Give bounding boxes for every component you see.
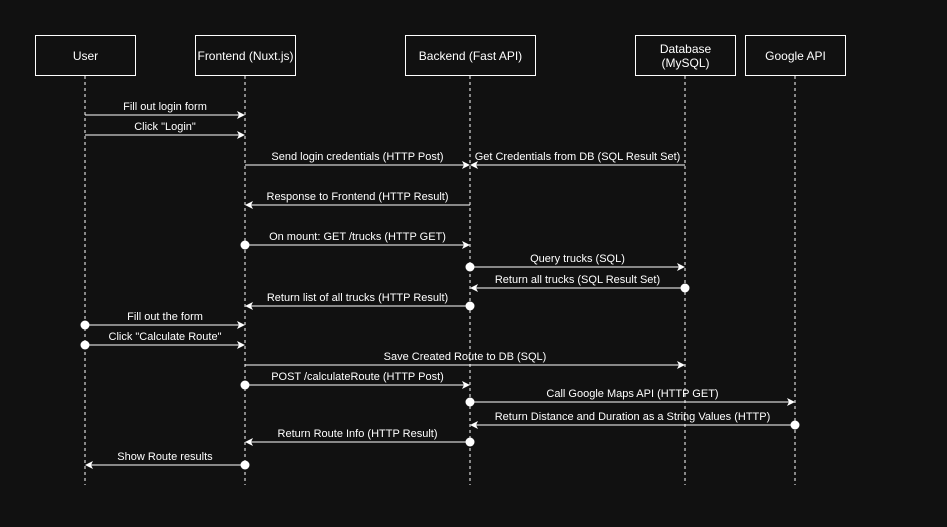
arrowhead-icon bbox=[245, 302, 253, 310]
message-label: Click "Login" bbox=[134, 121, 196, 133]
message-label: POST /calculateRoute (HTTP Post) bbox=[271, 371, 444, 383]
message-start-dot bbox=[240, 380, 250, 390]
arrowhead-icon bbox=[470, 421, 478, 429]
message-label: Call Google Maps API (HTTP GET) bbox=[546, 388, 718, 400]
arrowhead-icon bbox=[245, 201, 253, 209]
message-start-dot bbox=[465, 437, 475, 447]
message-6: On mount: GET /trucks (HTTP GET) bbox=[240, 231, 470, 250]
arrowhead-icon bbox=[85, 461, 93, 469]
message-label: Save Created Route to DB (SQL) bbox=[384, 351, 547, 363]
message-14: Call Google Maps API (HTTP GET) bbox=[465, 388, 795, 407]
message-start-dot bbox=[80, 320, 90, 330]
message-label: Send login credentials (HTTP Post) bbox=[271, 151, 443, 163]
arrowhead-icon bbox=[470, 284, 478, 292]
message-label: Response to Frontend (HTTP Result) bbox=[267, 191, 449, 203]
message-7: Query trucks (SQL) bbox=[465, 253, 685, 272]
message-label: Fill out the form bbox=[127, 311, 203, 323]
arrowhead-icon bbox=[237, 111, 245, 119]
participant-frontend: Frontend (Nuxt.js) bbox=[195, 35, 296, 76]
message-start-dot bbox=[790, 420, 800, 430]
arrowhead-icon bbox=[237, 341, 245, 349]
message-start-dot bbox=[465, 397, 475, 407]
message-2: Click "Login" bbox=[85, 121, 245, 139]
arrowhead-icon bbox=[237, 131, 245, 139]
message-start-dot bbox=[240, 460, 250, 470]
message-label: Show Route results bbox=[117, 451, 213, 463]
message-17: Show Route results bbox=[85, 451, 250, 470]
message-12: Save Created Route to DB (SQL) bbox=[245, 351, 685, 369]
arrowhead-icon bbox=[237, 321, 245, 329]
message-label: Get Credentials from DB (SQL Result Set) bbox=[475, 151, 681, 163]
arrowhead-icon bbox=[677, 361, 685, 369]
participant-user: User bbox=[35, 35, 136, 76]
participant-google-api: Google API bbox=[745, 35, 846, 76]
message-5: Response to Frontend (HTTP Result) bbox=[245, 191, 470, 209]
message-label: Click "Calculate Route" bbox=[109, 331, 222, 343]
message-start-dot bbox=[680, 283, 690, 293]
message-8: Return all trucks (SQL Result Set) bbox=[470, 274, 690, 293]
message-4: Get Credentials from DB (SQL Result Set) bbox=[470, 151, 685, 169]
arrowhead-icon bbox=[462, 241, 470, 249]
arrowhead-icon bbox=[470, 161, 478, 169]
arrowhead-icon bbox=[462, 161, 470, 169]
arrowhead-icon bbox=[462, 381, 470, 389]
arrowhead-icon bbox=[677, 263, 685, 271]
participant-database: Database (MySQL) bbox=[635, 35, 736, 76]
message-label: Return all trucks (SQL Result Set) bbox=[495, 274, 660, 286]
message-11: Click "Calculate Route" bbox=[80, 331, 245, 350]
participant-backend: Backend (Fast API) bbox=[405, 35, 536, 76]
message-1: Fill out login form bbox=[85, 101, 245, 119]
message-label: Return Distance and Duration as a String… bbox=[495, 411, 771, 423]
message-label: Query trucks (SQL) bbox=[530, 253, 625, 265]
message-start-dot bbox=[240, 240, 250, 250]
message-label: Return list of all trucks (HTTP Result) bbox=[267, 292, 448, 304]
message-label: Return Route Info (HTTP Result) bbox=[278, 428, 438, 440]
arrowhead-icon bbox=[245, 438, 253, 446]
message-label: On mount: GET /trucks (HTTP GET) bbox=[269, 231, 446, 243]
message-13: POST /calculateRoute (HTTP Post) bbox=[240, 371, 470, 390]
message-9: Return list of all trucks (HTTP Result) bbox=[245, 292, 475, 311]
message-16: Return Route Info (HTTP Result) bbox=[245, 428, 475, 447]
message-start-dot bbox=[465, 262, 475, 272]
message-15: Return Distance and Duration as a String… bbox=[470, 411, 800, 430]
message-3: Send login credentials (HTTP Post) bbox=[245, 151, 470, 169]
arrowhead-icon bbox=[787, 398, 795, 406]
message-label: Fill out login form bbox=[123, 101, 207, 113]
message-start-dot bbox=[465, 301, 475, 311]
message-10: Fill out the form bbox=[80, 311, 245, 330]
message-start-dot bbox=[80, 340, 90, 350]
